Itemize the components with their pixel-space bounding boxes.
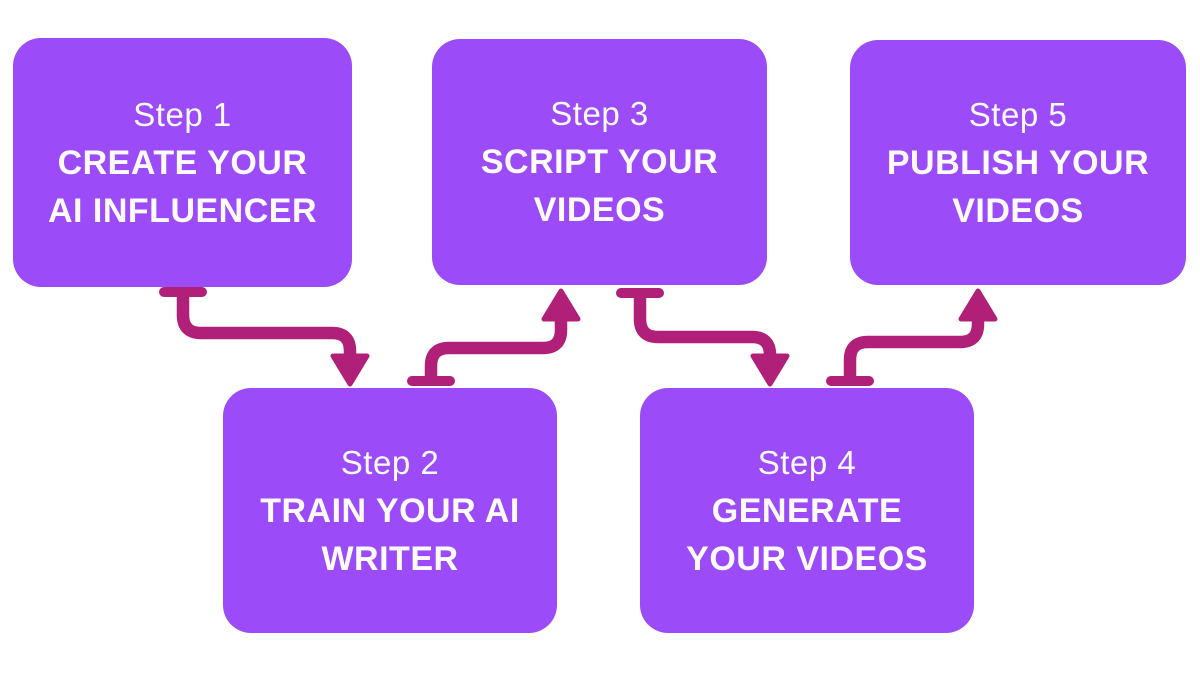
step-3-label: Step 3 bbox=[550, 95, 649, 132]
step-5-box: Step 5 PUBLISH YOUR VIDEOS bbox=[850, 40, 1186, 285]
arrow-step2-to-step3 bbox=[407, 288, 581, 386]
step-5-title-line-1: PUBLISH YOUR bbox=[886, 143, 1150, 182]
step-4-title-line-1: GENERATE bbox=[711, 491, 903, 530]
step-1-box: Step 1 CREATE YOUR AI INFLUENCER bbox=[13, 38, 352, 287]
step-2-box: Step 2 TRAIN YOUR AI WRITER bbox=[223, 388, 557, 633]
step-1-title-line-1: CREATE YOUR bbox=[57, 143, 308, 182]
step-4-box: Step 4 GENERATE YOUR VIDEOS bbox=[640, 388, 974, 633]
arrow-step4-to-step5 bbox=[826, 288, 998, 386]
step-1-label: Step 1 bbox=[133, 95, 232, 133]
step-2-title-line-2: WRITER bbox=[321, 539, 459, 578]
step-3-title-line-1: SCRIPT YOUR bbox=[480, 143, 719, 181]
step-4-title-line-2: YOUR VIDEOS bbox=[686, 539, 928, 578]
step-5-label: Step 5 bbox=[968, 95, 1068, 133]
step-5-title-line-2: VIDEOS bbox=[952, 191, 1084, 230]
arrow-step1-to-step2 bbox=[159, 287, 370, 387]
step-3-title-line-2: VIDEOS bbox=[533, 191, 666, 229]
step-4-label: Step 4 bbox=[757, 443, 857, 481]
step-1-title-line-2: AI INFLUENCER bbox=[47, 191, 318, 230]
step-3-box: Step 3 SCRIPT YOUR VIDEOS bbox=[432, 39, 767, 285]
step-2-label: Step 2 bbox=[340, 443, 440, 481]
arrow-step3-to-step4 bbox=[616, 288, 790, 387]
step-2-title-line-1: TRAIN YOUR AI bbox=[260, 491, 520, 530]
